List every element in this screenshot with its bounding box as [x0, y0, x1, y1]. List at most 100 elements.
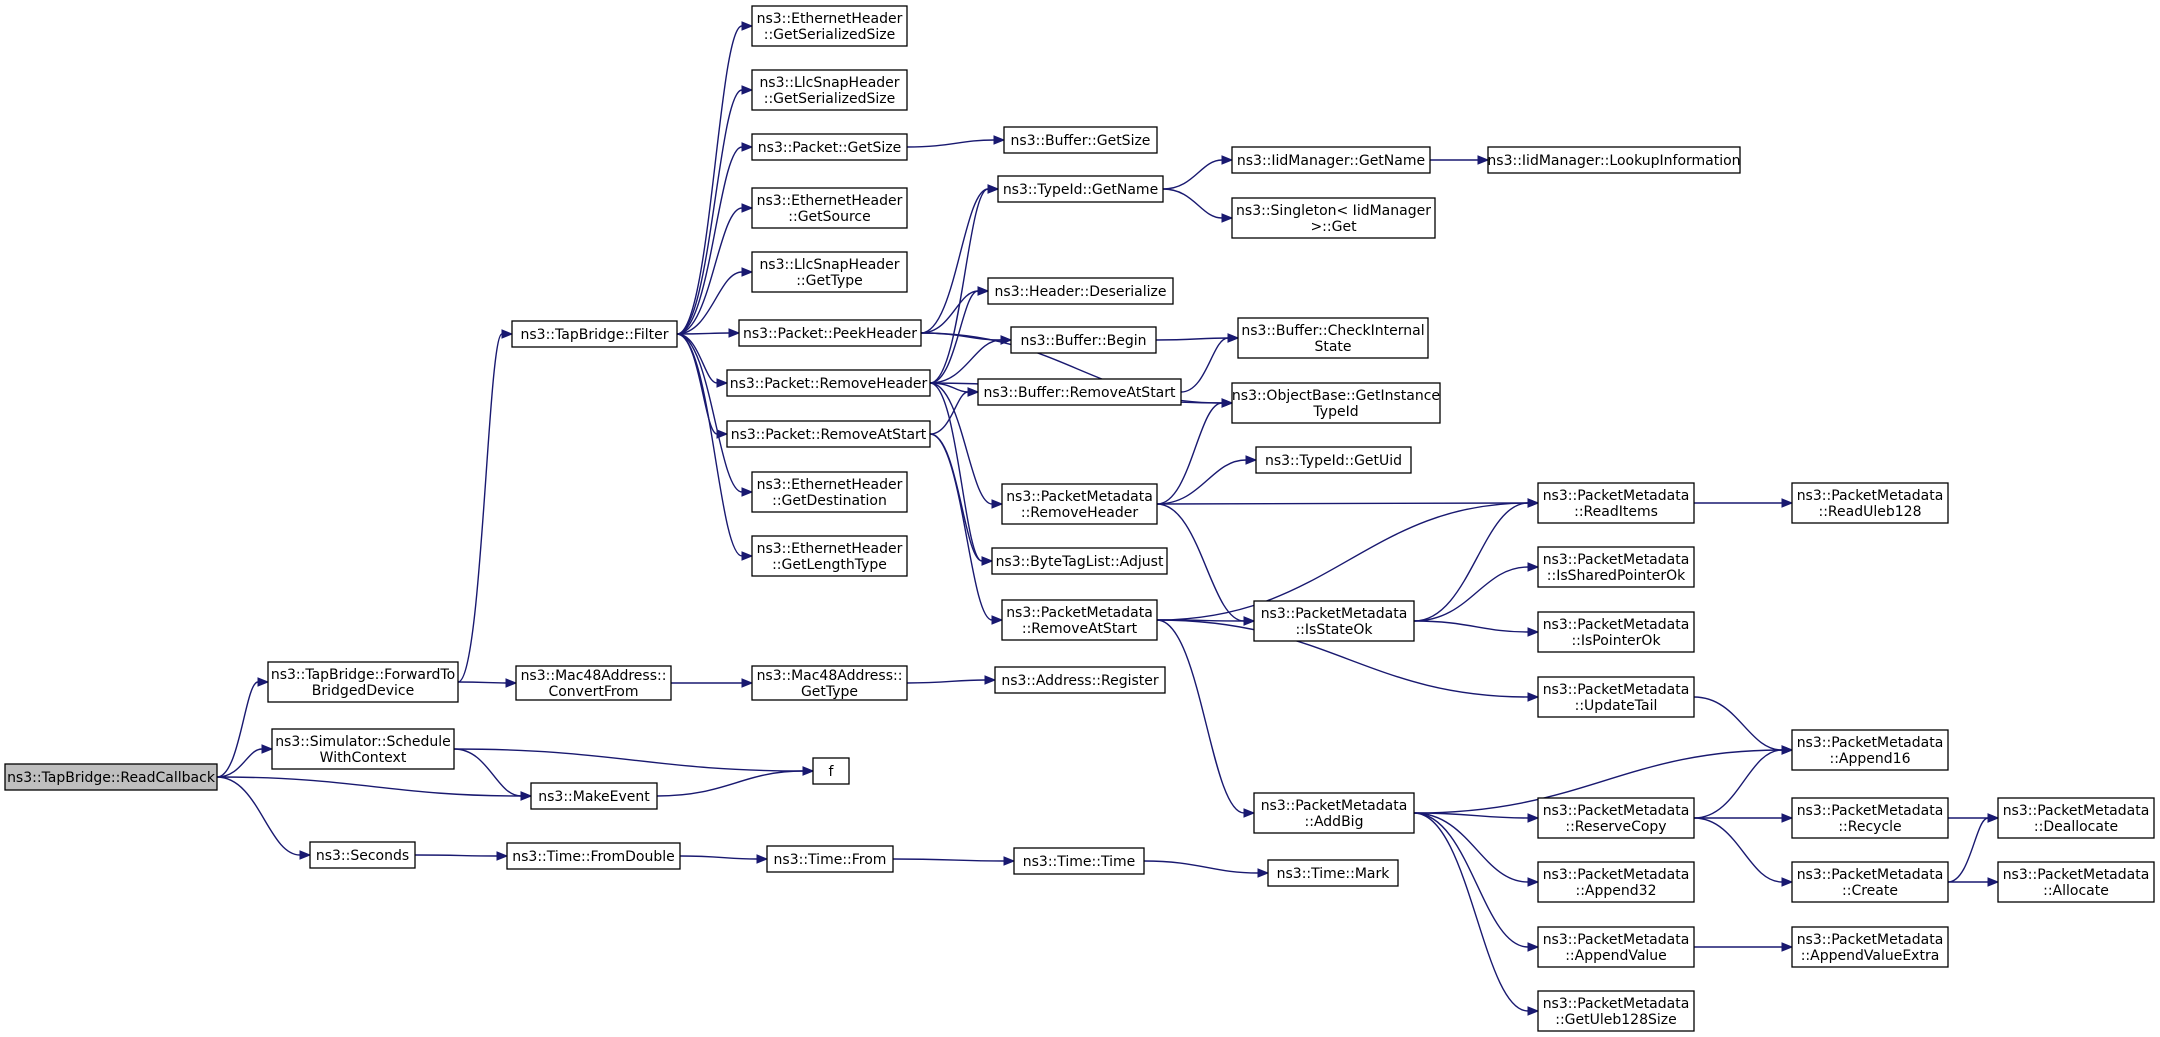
node-pm_allocate[interactable]: ns3::PacketMetadata::Allocate [1997, 861, 2155, 903]
node-pm_recycle[interactable]: ns3::PacketMetadata::Recycle [1791, 797, 1949, 839]
node-singleton_get[interactable]: ns3::Singleton< IidManager>::Get [1231, 197, 1436, 239]
edge-pm_removeatstart-to-pm_isstateok [1156, 616, 1256, 626]
node-addr_register[interactable]: ns3::Address::Register [994, 666, 1166, 694]
call-graph-nodes: ns3::TapBridge::ReadCallback ns3::TapBrid… [4, 5, 2155, 1032]
edge-pm_removeatstart-to-pm_addbig [1156, 619, 1256, 818]
edge-pm_isstateok-to-pm_readitems [1413, 498, 1540, 622]
node-label: ConvertFrom [548, 684, 638, 700]
node-label: ns3::PacketMetadata [1261, 606, 1408, 622]
node-pm_isptr[interactable]: ns3::PacketMetadata::IsPointerOk [1537, 611, 1695, 653]
node-box [726, 420, 931, 448]
node-box [1010, 326, 1157, 354]
node-bytetag_adjust[interactable]: ns3::ByteTagList::Adjust [991, 547, 1168, 575]
node-pm_addbig[interactable]: ns3::PacketMetadata::AddBig [1253, 792, 1415, 834]
node-label: ::GetDestination [772, 493, 887, 509]
node-buf_begin[interactable]: ns3::Buffer::Begin [1010, 326, 1157, 354]
node-pm_issharedptr[interactable]: ns3::PacketMetadata::IsSharedPointerOk [1537, 546, 1695, 588]
node-typeid_getuid[interactable]: ns3::TypeId::GetUid [1255, 446, 1412, 474]
node-box [751, 5, 908, 47]
node-time_from[interactable]: ns3::Time::From [766, 845, 894, 873]
node-label: ::Deallocate [2034, 819, 2118, 835]
node-removeheader[interactable]: ns3::Packet::RemoveHeader [726, 369, 931, 397]
node-pm_removeatstart[interactable]: ns3::PacketMetadata::RemoveAtStart [1001, 599, 1158, 641]
node-eth_lentype[interactable]: ns3::EthernetHeader::GetLengthType [751, 535, 908, 577]
node-mac_convert[interactable]: ns3::Mac48Address::ConvertFrom [515, 665, 672, 701]
node-label: ns3::PacketMetadata [1797, 932, 1944, 948]
node-label: ::AppendValueExtra [1801, 948, 1940, 964]
node-f[interactable]: f [812, 757, 850, 785]
edge-seconds-to-fromdouble [414, 851, 509, 861]
node-box [511, 320, 678, 348]
node-pm_appendvalueextra[interactable]: ns3::PacketMetadata::AppendValueExtra [1791, 926, 1949, 968]
edge-removeheader-to-typeid_getname [929, 184, 1000, 384]
node-fromdouble[interactable]: ns3::Time::FromDouble [506, 842, 681, 870]
node-removeatstart[interactable]: ns3::Packet::RemoveAtStart [726, 420, 931, 448]
node-box [1255, 446, 1412, 474]
node-llc_sersize[interactable]: ns3::LlcSnapHeader::GetSerializedSize [751, 69, 908, 111]
node-label: ns3::TapBridge::ReadCallback [7, 770, 216, 786]
node-hdr_deser[interactable]: ns3::Header::Deserialize [987, 277, 1174, 305]
node-pm_appendvalue[interactable]: ns3::PacketMetadata::AppendValue [1537, 926, 1695, 968]
node-box [1487, 146, 1741, 174]
node-label: ns3::LlcSnapHeader [759, 257, 899, 273]
edge-filter-to-eth_dest [676, 333, 754, 497]
node-box [1253, 792, 1415, 834]
node-box [751, 187, 908, 229]
node-label: ns3::PacketMetadata [1006, 605, 1153, 621]
node-label: State [1314, 339, 1351, 355]
node-label: ns3::Time::Mark [1277, 866, 1391, 882]
node-filter[interactable]: ns3::TapBridge::Filter [511, 320, 678, 348]
node-pkt_getsize[interactable]: ns3::Packet::GetSize [751, 133, 908, 161]
node-iid_getname[interactable]: ns3::IidManager::GetName [1231, 146, 1431, 174]
node-pm_getuleb[interactable]: ns3::PacketMetadata::GetUleb128Size [1537, 990, 1695, 1032]
node-typeid_getname[interactable]: ns3::TypeId::GetName [997, 175, 1164, 203]
node-box [987, 277, 1174, 305]
node-label: ns3::PacketMetadata [1543, 552, 1690, 568]
node-label: >::Get [1310, 219, 1357, 235]
node-iid_lookup[interactable]: ns3::IidManager::LookupInformation [1487, 146, 1741, 174]
node-pm_append16[interactable]: ns3::PacketMetadata::Append16 [1791, 729, 1949, 771]
node-label: ::AddBig [1305, 814, 1364, 830]
node-buf_removeatstart[interactable]: ns3::Buffer::RemoveAtStart [977, 378, 1182, 406]
node-eth_sersize[interactable]: ns3::EthernetHeader::GetSerializedSize [751, 5, 908, 47]
node-label: ::ReserveCopy [1565, 819, 1666, 835]
edge-peekheader-to-buf_begin [920, 332, 1013, 345]
node-label: ns3::TypeId::GetName [1003, 182, 1158, 198]
node-peekheader[interactable]: ns3::Packet::PeekHeader [738, 319, 922, 347]
edge-forward-to-filter [457, 329, 514, 683]
node-makeevent[interactable]: ns3::MakeEvent [530, 782, 658, 810]
node-eth_source[interactable]: ns3::EthernetHeader::GetSource [751, 187, 908, 229]
edge-pm_addbig-to-pm_reservecopy [1413, 812, 1540, 823]
node-pm_readitems[interactable]: ns3::PacketMetadata::ReadItems [1537, 482, 1695, 524]
node-label: ns3::EthernetHeader [757, 11, 903, 27]
edge-typeid_getname-to-iid_getname [1162, 155, 1234, 190]
node-pm_append32[interactable]: ns3::PacketMetadata::Append32 [1537, 861, 1695, 903]
node-seconds[interactable]: ns3::Seconds [309, 841, 416, 869]
node-readcallback[interactable]: ns3::TapBridge::ReadCallback [4, 763, 218, 791]
edge-removeatstart-to-pm_removeatstart [929, 433, 1004, 625]
node-pm_readuleb[interactable]: ns3::PacketMetadata::ReadUleb128 [1791, 482, 1949, 524]
node-box [267, 661, 459, 703]
node-label: ns3::PacketMetadata [1261, 798, 1408, 814]
node-pm_removeheader[interactable]: ns3::PacketMetadata::RemoveHeader [1001, 483, 1158, 525]
node-box [1253, 600, 1415, 642]
node-eth_dest[interactable]: ns3::EthernetHeader::GetDestination [751, 471, 908, 513]
node-pm_create[interactable]: ns3::PacketMetadata::Create [1791, 861, 1949, 903]
node-pm_updatetail[interactable]: ns3::PacketMetadata::UpdateTail [1537, 676, 1695, 718]
edge-readcallback-to-schedule [216, 744, 274, 778]
node-mac_gettype[interactable]: ns3::Mac48Address::GetType [751, 665, 908, 701]
node-pm_isstateok[interactable]: ns3::PacketMetadata::IsStateOk [1253, 600, 1415, 642]
node-label: ::RemoveAtStart [1022, 621, 1138, 637]
node-pm_reservecopy[interactable]: ns3::PacketMetadata::ReserveCopy [1537, 797, 1695, 839]
node-label: ::Allocate [2043, 883, 2109, 899]
node-pm_deallocate[interactable]: ns3::PacketMetadata::Deallocate [1997, 797, 2155, 839]
node-buf_getsize[interactable]: ns3::Buffer::GetSize [1003, 126, 1158, 154]
edge-buf_removeatstart-to-buf_checkinternal [1180, 333, 1240, 393]
node-time_mark[interactable]: ns3::Time::Mark [1267, 859, 1399, 887]
node-time_time[interactable]: ns3::Time::Time [1013, 847, 1145, 875]
node-llc_type[interactable]: ns3::LlcSnapHeader::GetType [751, 251, 908, 293]
